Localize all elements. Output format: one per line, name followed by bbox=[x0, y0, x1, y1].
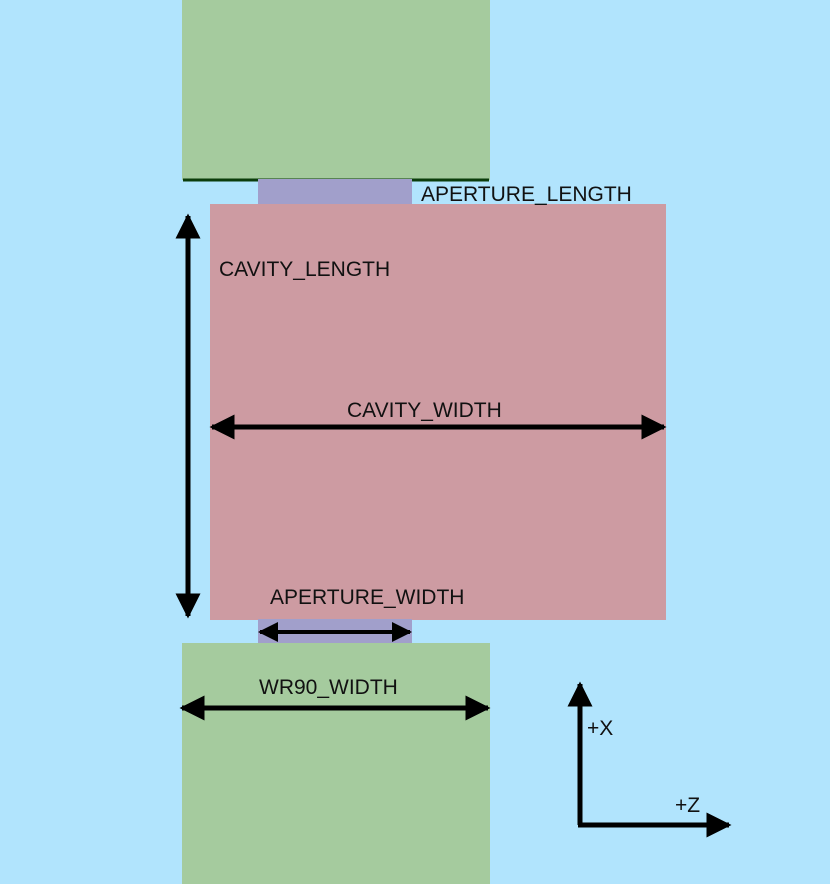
top-aperture bbox=[258, 179, 412, 205]
z-axis-label: +Z bbox=[675, 794, 700, 817]
cavity-width-label: CAVITY_WIDTH bbox=[347, 399, 502, 422]
cavity-length-label: CAVITY_LENGTH bbox=[219, 258, 390, 281]
aperture-width-label: APERTURE_WIDTH bbox=[270, 586, 464, 609]
cavity bbox=[210, 204, 666, 620]
wr90-width-label: WR90_WIDTH bbox=[259, 676, 398, 699]
x-axis-label: +X bbox=[587, 717, 613, 740]
aperture-length-label: APERTURE_LENGTH bbox=[421, 183, 632, 206]
top-waveguide bbox=[182, 0, 490, 180]
bottom-waveguide bbox=[182, 643, 490, 884]
